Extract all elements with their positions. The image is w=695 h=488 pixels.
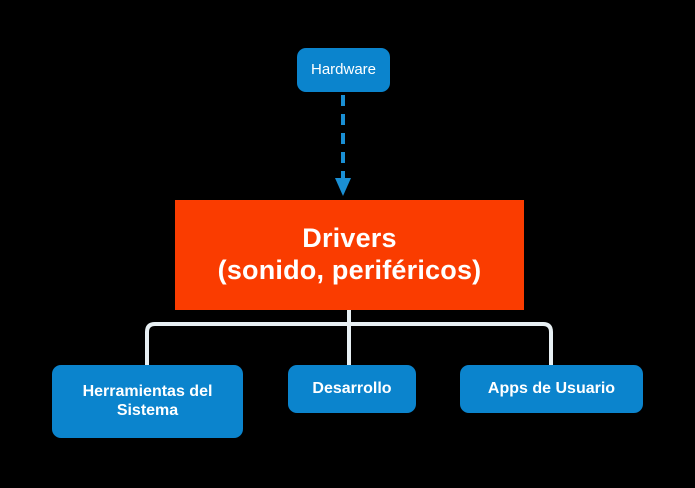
connector-drivers-to-children xyxy=(145,310,553,365)
node-apps-de-usuario[interactable]: Apps de Usuario xyxy=(460,365,643,413)
node-hardware[interactable]: Hardware xyxy=(297,48,390,92)
node-herramientas-del-sistema[interactable]: Herramientas del Sistema xyxy=(52,365,243,438)
node-desarrollo[interactable]: Desarrollo xyxy=(288,365,416,413)
connector-hardware-to-drivers xyxy=(335,95,351,196)
arrowhead-down-icon xyxy=(335,178,351,196)
node-drivers[interactable]: Drivers (sonido, periféricos) xyxy=(175,200,524,310)
